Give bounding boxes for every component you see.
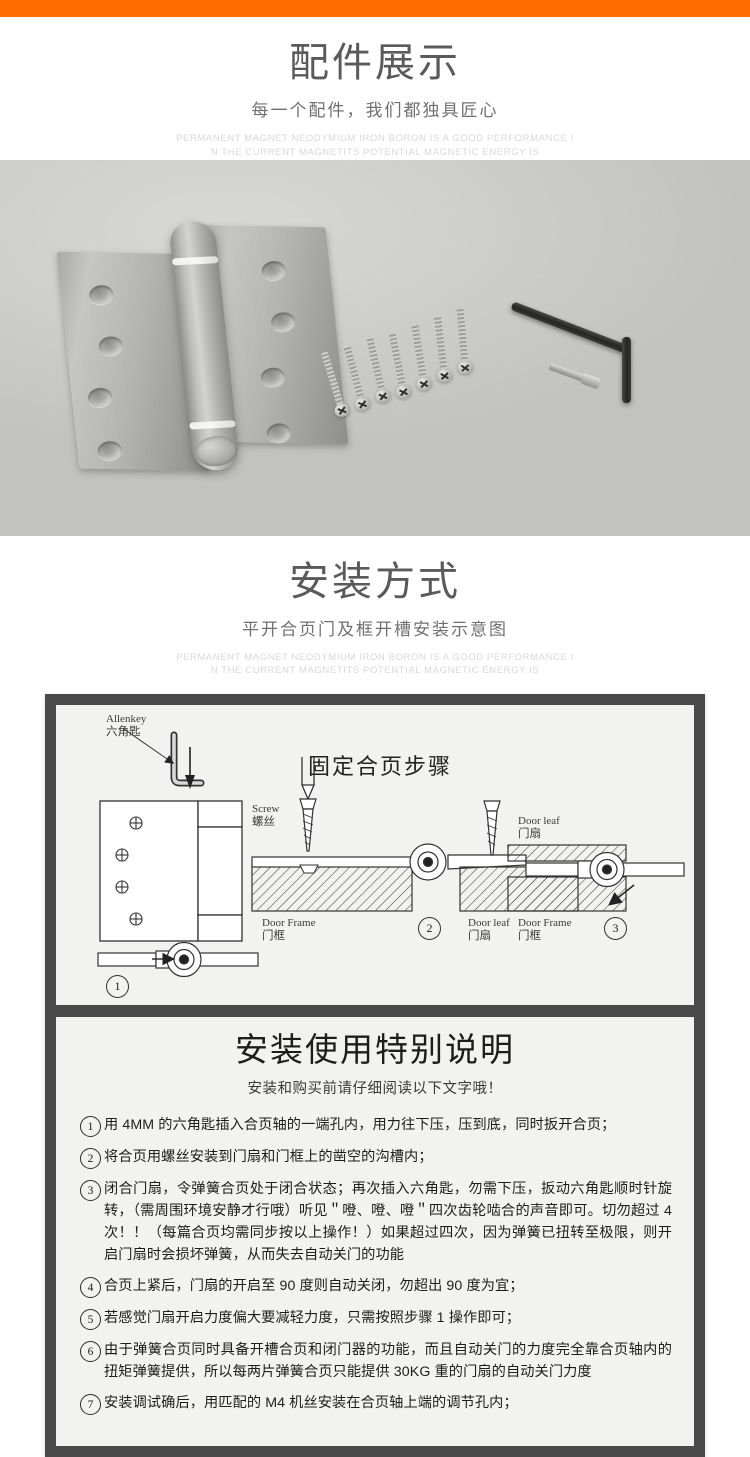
- installation-diagram-panel: 固定合页步骤 Allenkey 六角匙 Screw 螺丝 Door Frame …: [56, 705, 694, 1006]
- diagram-title: 固定合页步骤: [308, 754, 453, 780]
- label-screw: Screw 螺丝: [252, 803, 280, 830]
- note-text: 若感觉门扇开启力度偏大要减轻力度，只需按照步骤 1 操作即可；: [104, 1310, 521, 1327]
- list-item: 6 由于弹簧合页同时具备开槽合页和闭门器的功能，而且自动关门的力度完全靠合页轴内…: [80, 1339, 672, 1383]
- screw-set: [320, 305, 540, 425]
- diagram-step-number-2: 2: [418, 917, 441, 941]
- label-door-leaf-2-en: Door leaf: [518, 815, 560, 828]
- label-door-leaf-1-cn: 门扇: [468, 930, 491, 943]
- accessories-english-line-2: N THE CURRENT MAGNETITS POTENTIAL MAGNET…: [210, 146, 540, 158]
- notes-title: 安装使用特别说明: [235, 1031, 515, 1069]
- note-text: 闭合门扇，令弹簧合页处于闭合状态；再次插入六角匙，勿需下压，扳动六角匙顺时针旋转…: [104, 1181, 672, 1264]
- note-number: 1: [80, 1116, 101, 1138]
- installation-subtitle: 平开合页门及框开槽安装示意图: [242, 619, 508, 639]
- installation-title: 安装方式: [289, 559, 461, 604]
- label-screw-en: Screw: [252, 803, 280, 816]
- list-item: 1 用 4MM 的六角匙插入合页轴的一端孔内，用力往下压，压到底，同时扳开合页；: [80, 1114, 672, 1138]
- diagram-svg: [97, 728, 685, 978]
- allen-key-short-arm: [622, 336, 631, 403]
- label-door-leaf-1-en: Door leaf: [468, 917, 510, 930]
- wood-screw: [455, 306, 474, 382]
- note-number: 6: [80, 1341, 101, 1363]
- label-allen-key-cn: 六角匙: [106, 726, 141, 739]
- note-number: 4: [80, 1277, 101, 1299]
- label-door-frame-2: Door Frame 门框: [518, 917, 571, 944]
- allen-key-long-arm: [510, 300, 628, 353]
- allen-key-tool: [510, 299, 642, 411]
- wood-screw: [388, 331, 413, 407]
- list-item: 3 闭合门扇，令弹簧合页处于闭合状态；再次插入六角匙，勿需下压，扳动六角匙顺时针…: [80, 1178, 672, 1266]
- wood-screw: [410, 322, 433, 399]
- installation-frame: 固定合页步骤 Allenkey 六角匙 Screw 螺丝 Door Frame …: [45, 694, 705, 1457]
- installation-english-caption: PERMANENT MAGNET NEODYMIUM IRON BORON IS…: [0, 651, 750, 679]
- note-number: 3: [80, 1180, 101, 1202]
- installation-english-line-1: PERMANENT MAGNET NEODYMIUM IRON BORON IS…: [176, 651, 574, 663]
- label-screw-cn: 螺丝: [252, 816, 275, 829]
- panel-divider: [56, 1005, 694, 1017]
- notes-subtitle: 安装和购买前请仔细阅读以下文字哦！: [247, 1081, 503, 1098]
- top-accent-bar: [0, 0, 750, 17]
- label-door-leaf-2: Door leaf 门扇: [518, 815, 560, 842]
- accessories-english-caption: PERMANENT MAGNET NEODYMIUM IRON BORON IS…: [0, 132, 750, 160]
- label-allen-key: Allenkey 六角匙: [106, 713, 146, 740]
- accessories-section-header: 配件展示 每一个配件，我们都独具匠心 PERMANENT MAGNET NEOD…: [0, 17, 750, 160]
- product-detail-page: 配件展示 每一个配件，我们都独具匠心 PERMANENT MAGNET NEOD…: [0, 0, 750, 1412]
- note-text: 将合页用螺丝安装到门扇和门框上的凿空的沟槽内；: [104, 1149, 433, 1166]
- label-door-frame-1-cn: 门框: [262, 930, 285, 943]
- note-text: 由于弹簧合页同时具备开槽合页和闭门器的功能，而且自动关门的力度完全靠合页轴内的扭…: [104, 1342, 672, 1381]
- label-door-frame-1-en: Door Frame: [262, 917, 316, 930]
- note-number: 5: [80, 1309, 101, 1331]
- list-item: 5 若感觉门扇开启力度偏大要减轻力度，只需按照步骤 1 操作即可；: [80, 1307, 672, 1331]
- diagram-step-number-1: 1: [106, 975, 129, 999]
- note-number: 2: [80, 1148, 101, 1170]
- label-allen-key-en: Allenkey: [106, 713, 147, 726]
- installation-english-line-2: N THE CURRENT MAGNETITS POTENTIAL MAGNET…: [210, 665, 540, 677]
- page-title: 配件展示: [289, 41, 461, 85]
- diagram-step-number-3: 3: [604, 917, 627, 941]
- installation-notes-panel: 安装使用特别说明 安装和购买前请仔细阅读以下文字哦！ 1 用 4MM 的六角匙插…: [56, 1017, 694, 1447]
- product-photo: [0, 159, 750, 536]
- label-door-frame-1: Door Frame 门框: [262, 917, 315, 944]
- label-door-leaf-1: Door leaf 门扇: [468, 917, 510, 944]
- wood-screw: [433, 314, 453, 392]
- notes-list: 1 用 4MM 的六角匙插入合页轴的一端孔内，用力往下压，压到底，同时扳开合页；…: [80, 1114, 672, 1416]
- note-text: 安装调试确后，用匹配的 M4 机丝安装在合页轴上端的调节孔内；: [104, 1395, 518, 1412]
- label-door-frame-2-cn: 门框: [518, 930, 541, 943]
- list-item: 2 将合页用螺丝安装到门扇和门框上的凿空的沟槽内；: [80, 1146, 672, 1170]
- note-text: 合页上紧后，门扇的开启至 90 度则自动关闭，勿超出 90 度为宜；: [104, 1278, 524, 1295]
- list-item: 4 合页上紧后，门扇的开启至 90 度则自动关闭，勿超出 90 度为宜；: [80, 1275, 672, 1299]
- accessories-subtitle: 每一个配件，我们都独具匠心: [251, 101, 499, 120]
- label-door-leaf-2-cn: 门扇: [518, 828, 541, 841]
- label-door-frame-2-en: Door Frame: [518, 917, 572, 930]
- diagram-canvas: 固定合页步骤 Allenkey 六角匙 Screw 螺丝 Door Frame …: [56, 705, 694, 1005]
- note-text: 用 4MM 的六角匙插入合页轴的一端孔内，用力往下压，压到底，同时扳开合页；: [104, 1117, 616, 1134]
- installation-section-header: 安装方式 平开合页门及框开槽安装示意图 PERMANENT MAGNET NEO…: [0, 536, 750, 679]
- accessories-english-line-1: PERMANENT MAGNET NEODYMIUM IRON BORON IS…: [176, 133, 574, 144]
